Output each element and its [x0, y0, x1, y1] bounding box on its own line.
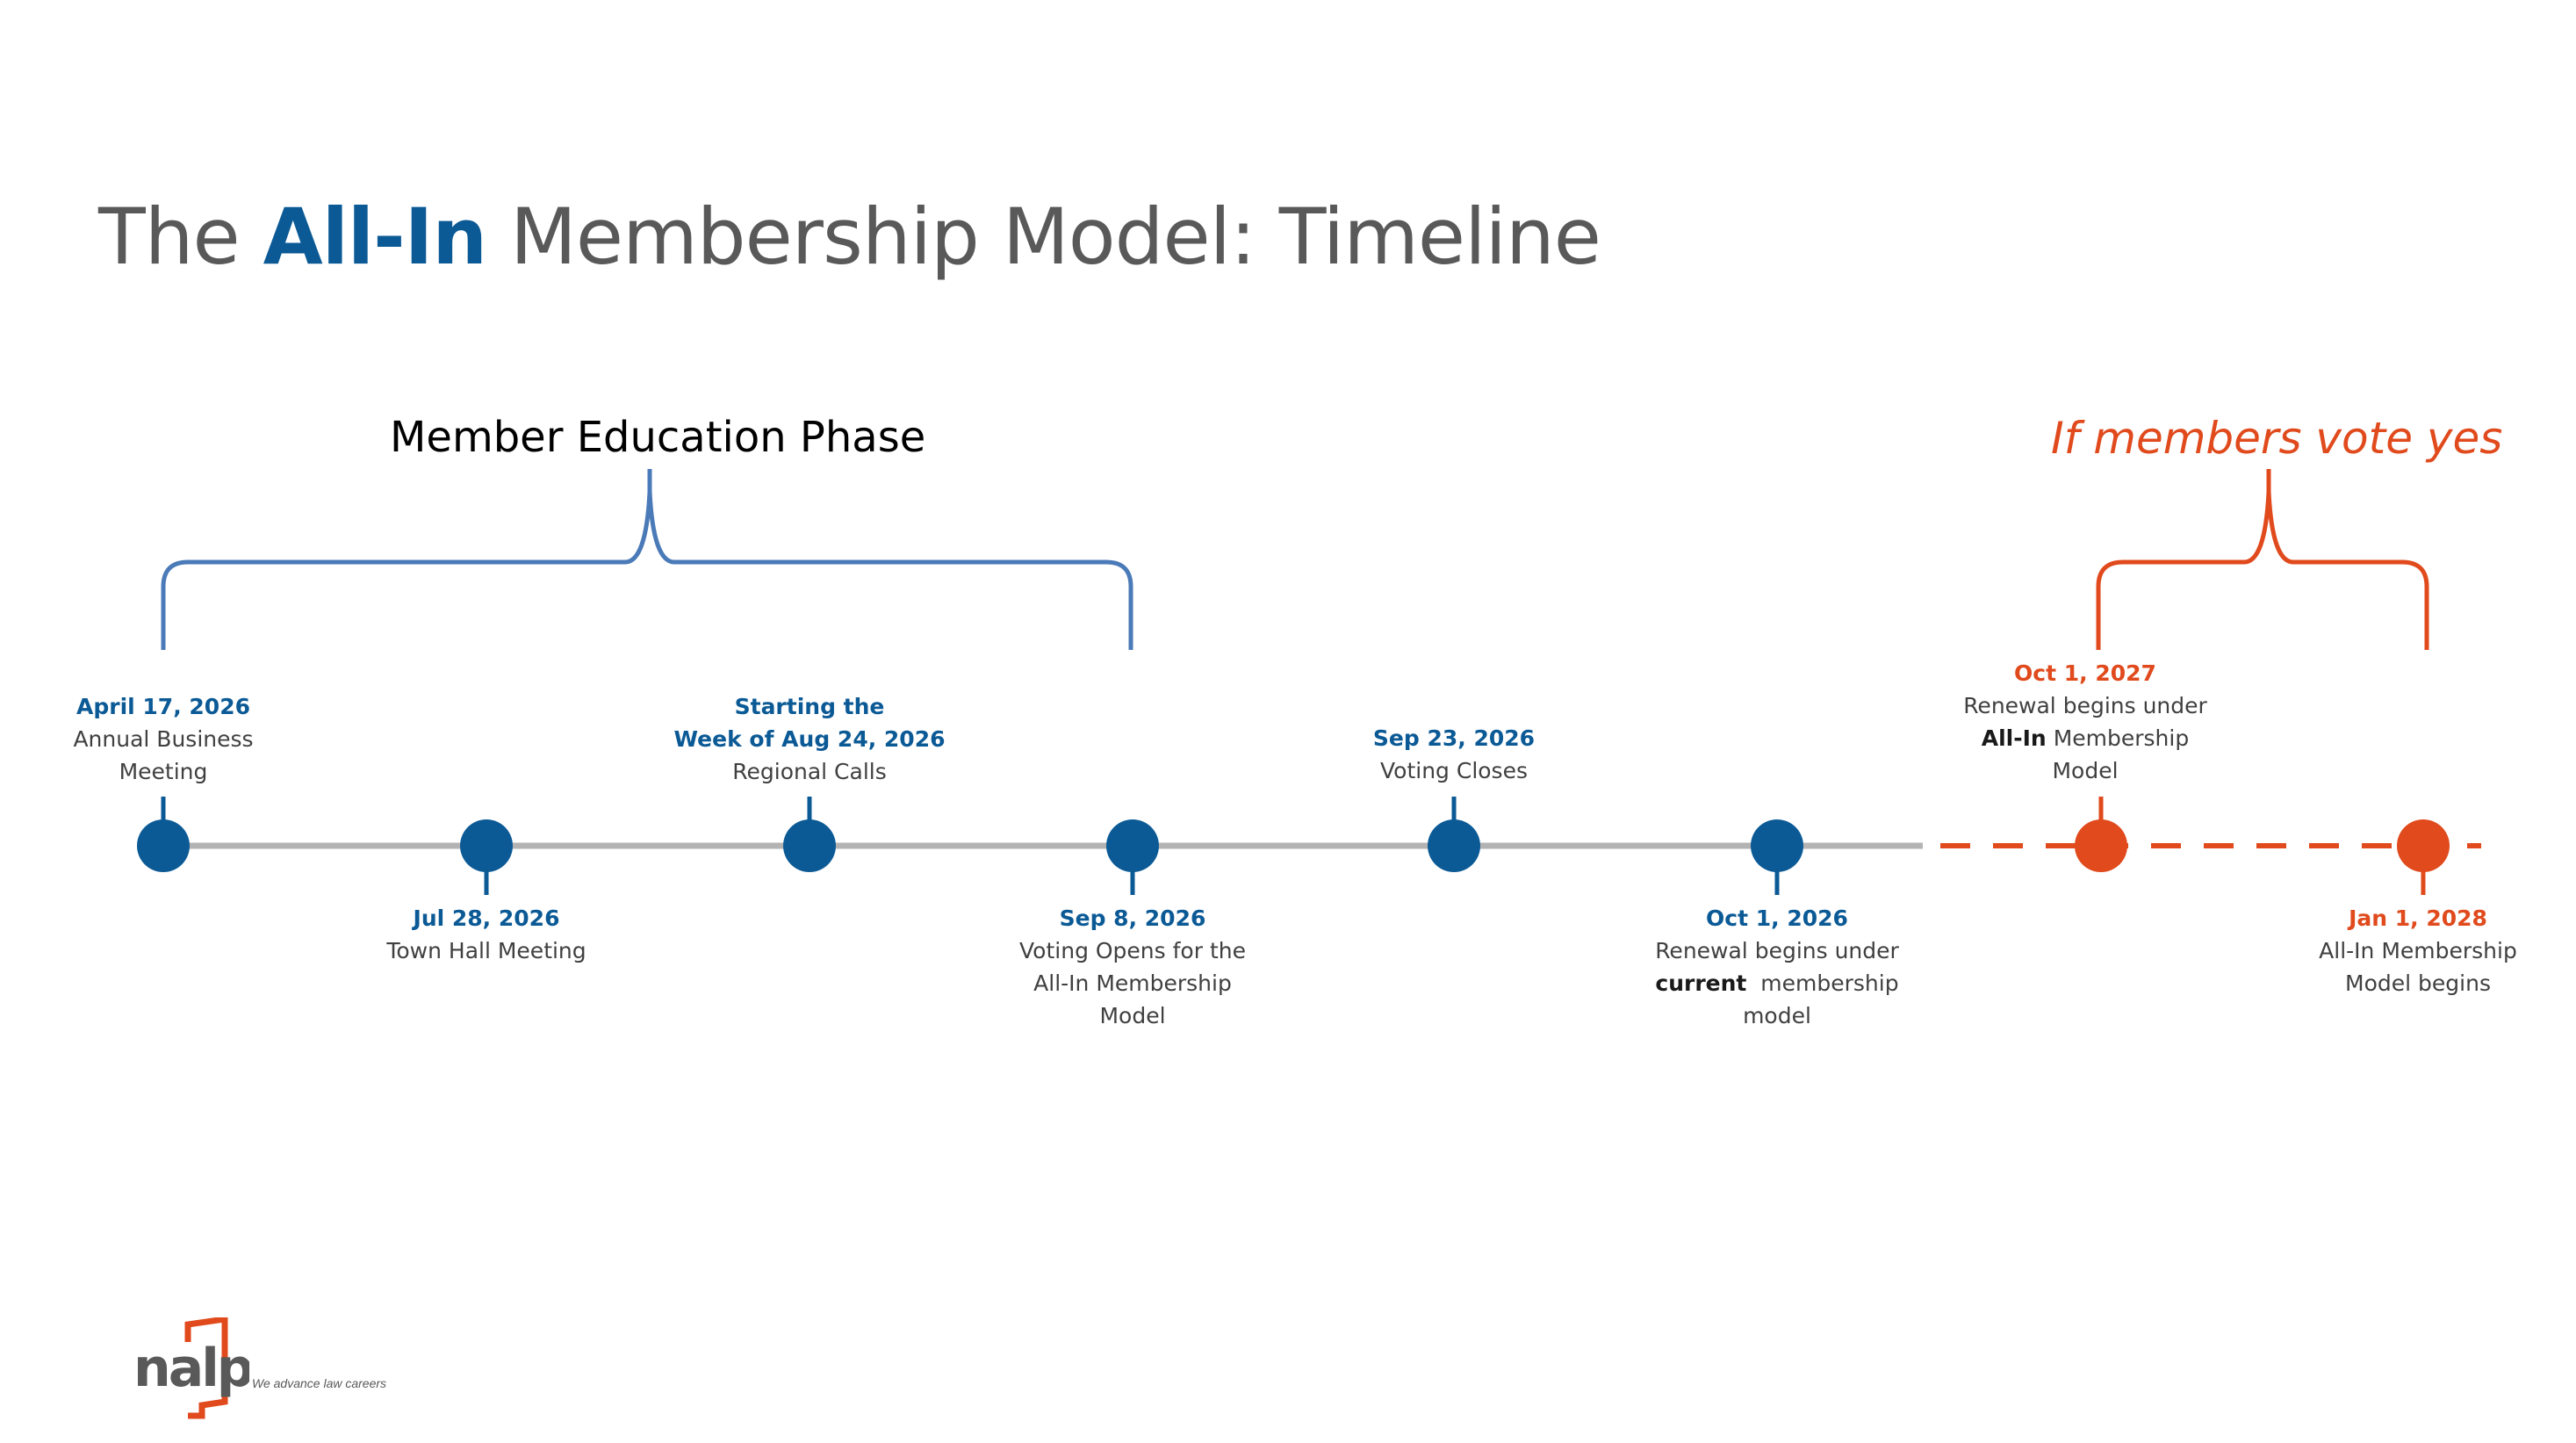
milestone-date: Oct 1, 2026	[1706, 905, 1848, 931]
milestone-text: Renewal begins under	[1655, 938, 1899, 963]
milestone-text: All-In Membership	[2319, 938, 2517, 963]
milestone-bold-text: All-In	[1981, 725, 2047, 751]
page-title: The All-In Membership Model: Timeline	[98, 183, 1601, 292]
milestone-text: Voting Opens for the	[1019, 938, 1246, 963]
nalp-logo: nalp	[133, 1317, 249, 1419]
milestone-date: Oct 1, 2027	[2014, 660, 2156, 686]
milestone-label-renewal-all-in: Oct 1, 2027 Renewal begins under All-In …	[1963, 657, 2207, 787]
milestone-label-annual-meeting: April 17, 2026 Annual Business Meeting	[73, 690, 253, 788]
milestone-text: Model	[2052, 758, 2119, 783]
milestone-date: Sep 8, 2026	[1059, 905, 1206, 931]
milestone-text: Voting Closes	[1379, 758, 1528, 783]
milestone-text: Regional Calls	[732, 759, 887, 784]
milestone-text: Model	[1099, 1003, 1166, 1028]
milestone-date: Jan 1, 2028	[2349, 905, 2487, 931]
milestone-label-regional-calls: Starting the Week of Aug 24, 2026 Region…	[674, 690, 946, 788]
milestone-label-voting-opens: Sep 8, 2026 Voting Opens for the All-In …	[1019, 902, 1246, 1032]
milestone-date: Sep 23, 2026	[1372, 725, 1536, 751]
milestone-date: Starting the	[734, 694, 885, 719]
milestone-date: April 17, 2026	[76, 694, 250, 719]
milestone-label-town-hall: Jul 28, 2026 Town Hall Meeting	[386, 902, 586, 967]
education-phase-bracket	[161, 469, 1133, 650]
milestone-bold-text: current	[1655, 970, 1747, 996]
milestone-text: model	[1743, 1003, 1811, 1028]
milestone-dot	[1106, 819, 1159, 872]
milestone-dot	[2397, 819, 2450, 872]
title-suffix: Membership Model: Timeline	[510, 191, 1601, 282]
milestone-text: Membership	[2053, 725, 2190, 751]
milestone-text: Meeting	[119, 759, 208, 784]
milestone-dot	[137, 819, 190, 872]
milestone-text: All-In Membership	[1963, 722, 2207, 754]
milestone-dot	[1428, 819, 1480, 872]
milestone-label-renewal-current: Oct 1, 2026 Renewal begins under current…	[1655, 902, 1899, 1032]
milestone-text: Model begins	[2345, 970, 2491, 996]
milestone-text: membership	[1760, 970, 1899, 996]
vote-yes-label: If members vote yes	[2051, 413, 2503, 464]
logo-tagline: We advance law careers	[252, 1376, 387, 1390]
milestone-text: Annual Business	[73, 726, 254, 752]
vote-yes-bracket	[2096, 469, 2429, 650]
milestone-label-voting-closes: Sep 23, 2026 Voting Closes	[1373, 722, 1535, 787]
title-highlight: All-In	[263, 191, 487, 282]
milestone-dot	[460, 819, 513, 872]
milestone-date: Week of Aug 24, 2026	[673, 726, 946, 752]
milestone-text: current membership	[1655, 967, 1899, 999]
logo-wordmark: nalp	[133, 1338, 249, 1399]
milestone-dot	[783, 819, 836, 872]
milestone-text: All-In Membership	[1033, 970, 1232, 996]
milestone-text: Town Hall Meeting	[386, 938, 586, 963]
milestone-date: Jul 28, 2026	[413, 905, 560, 931]
milestone-dot	[2075, 819, 2127, 872]
education-phase-label: Member Education Phase	[390, 413, 926, 462]
title-prefix: The	[98, 191, 241, 282]
milestone-dot	[1751, 819, 1803, 872]
logo-mark	[184, 1317, 228, 1419]
milestone-text: Renewal begins under	[1963, 693, 2207, 718]
milestone-label-all-in-begins: Jan 1, 2028 All-In Membership Model begi…	[2319, 902, 2517, 999]
